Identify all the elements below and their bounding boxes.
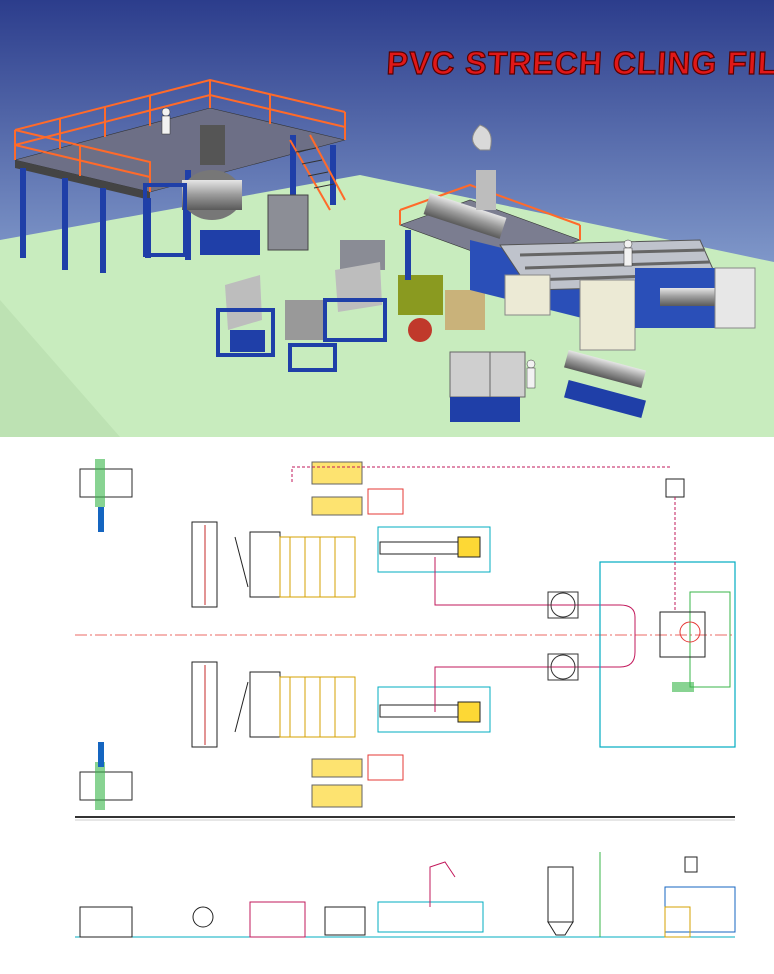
- crusher: [285, 300, 337, 372]
- hot-cold-mixer: [143, 125, 260, 257]
- machine-3d-render: PVC STRECH CLING FILM LINE: [0, 0, 774, 437]
- recycling-extruder: [449, 349, 646, 422]
- top-feeder: [311, 461, 404, 516]
- bottom-extruder: [377, 686, 491, 733]
- auxiliary-mixer-2: [323, 240, 387, 342]
- layout-drawing: [0, 437, 774, 969]
- elevation-view: [75, 852, 736, 938]
- bottom-left-side-view: [79, 742, 133, 810]
- page-title: PVC STRECH CLING FILM LINE: [386, 45, 774, 81]
- bottom-feeder: [311, 754, 404, 808]
- auxiliary-mixer-1: [216, 275, 275, 357]
- top-left-side-view: [79, 459, 133, 532]
- top-winder: [191, 521, 356, 608]
- worker-figure: [161, 107, 633, 389]
- winder-unit: [504, 267, 756, 351]
- recycle-area-plan: [599, 478, 736, 748]
- bottom-production-line: [79, 635, 636, 810]
- top-extruder: [377, 526, 491, 573]
- bottom-winder: [191, 661, 356, 748]
- beige-box: [445, 290, 485, 330]
- control-cabinet: [267, 194, 309, 251]
- green-unit: [398, 275, 443, 315]
- mezzanine-platform: [14, 78, 346, 273]
- motor: [408, 318, 432, 342]
- top-production-line: [79, 459, 670, 635]
